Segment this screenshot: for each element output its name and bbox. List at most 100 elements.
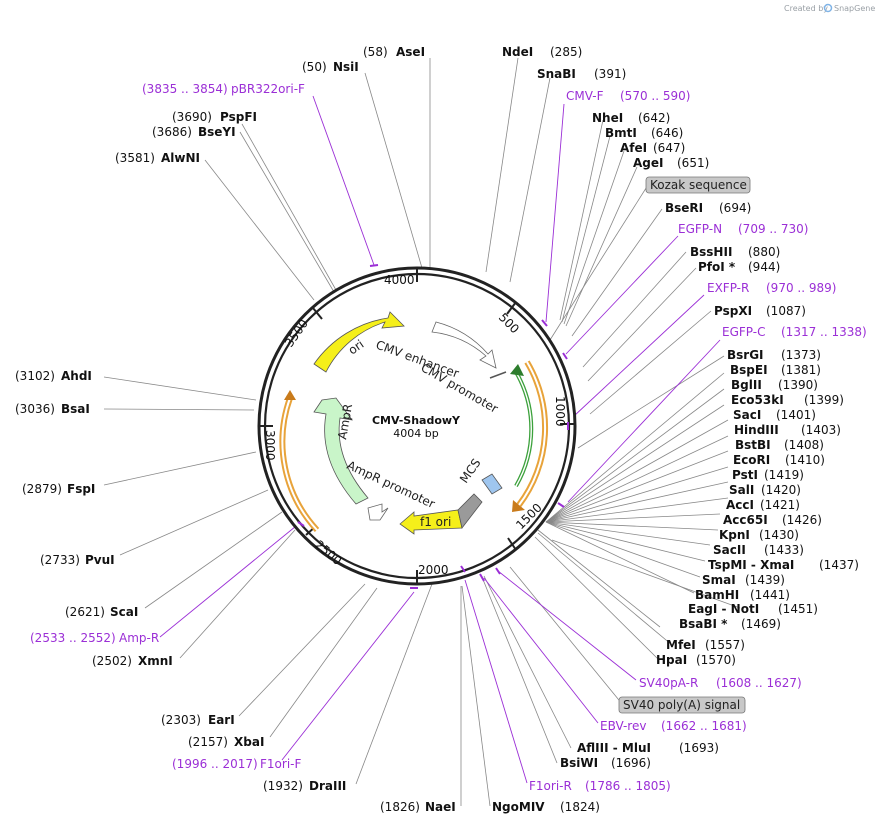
svg-text:EGFP-N: EGFP-N [678, 222, 722, 236]
enzyme-name: AgeI [633, 156, 663, 170]
svg-text:HindIII: HindIII [734, 423, 779, 437]
enzyme-name: BseYI [198, 125, 236, 139]
svg-text:(50): (50) [302, 60, 327, 74]
svg-text:KpnI: KpnI [719, 528, 750, 542]
enzyme-pos: (1426) [782, 513, 822, 527]
enzyme-pos: (1381) [781, 363, 821, 377]
svg-text:(2502): (2502) [92, 654, 132, 668]
kozak-box [645, 176, 751, 194]
svg-text:(1441): (1441) [750, 588, 790, 602]
enzyme-pos: (1399) [804, 393, 844, 407]
enzyme-name: NsiI [333, 60, 359, 74]
enzyme-pos: (1421) [760, 498, 800, 512]
primer-name: EGFP-C [722, 325, 765, 339]
enzyme-name: AfeI [620, 141, 647, 155]
enzyme-name: BglII [731, 378, 762, 392]
enzyme-pos: (647) [653, 141, 685, 155]
svg-text:(1381): (1381) [781, 363, 821, 377]
enzyme-pos: (58) [363, 45, 388, 59]
enzyme-name: AhdI [61, 369, 92, 383]
svg-text:HpaI: HpaI [656, 653, 687, 667]
primer-range: (1317 .. 1338) [781, 325, 867, 339]
svg-text:(1408): (1408) [784, 438, 824, 452]
enzyme-name: AccI [726, 498, 754, 512]
svg-text:(646): (646) [651, 126, 683, 140]
enzyme-name: AlwNI [161, 151, 200, 165]
enzyme-name: EagI - NotI [688, 602, 759, 616]
svg-text:F1ori-F: F1ori-F [260, 757, 301, 771]
enzyme-name: HindIII [734, 423, 779, 437]
enzyme-pos: (1696) [611, 756, 651, 770]
enzyme-pos: (3581) [115, 151, 155, 165]
enzyme-pos: (1469) [741, 617, 781, 631]
svg-text:(709 .. 730): (709 .. 730) [738, 222, 808, 236]
green-strip-core [515, 371, 532, 487]
enzyme-name: AseI [396, 45, 425, 59]
enzyme-pos: (1557) [705, 638, 745, 652]
svg-text:MfeI: MfeI [666, 638, 696, 652]
primer-range: (3835 .. 3854) [142, 82, 228, 96]
primer-labels: (3835 .. 3854) pBR322ori-F CMV-F (570 ..… [30, 82, 867, 793]
primer-leader-lines [159, 95, 721, 784]
svg-text:F1ori-R: F1ori-R [529, 779, 572, 793]
sv40-label: SV40 poly(A) signal [623, 698, 740, 712]
enzyme-pos: (1430) [759, 528, 799, 542]
enzyme-name: XbaI [234, 735, 264, 749]
enzyme-pos: (1932) [263, 779, 303, 793]
svg-text:(1824): (1824) [560, 800, 600, 814]
svg-text:EBV-rev: EBV-rev [600, 719, 646, 733]
svg-text:DraIII: DraIII [309, 779, 346, 793]
enzyme-pos: (1826) [380, 800, 420, 814]
svg-text:(1469): (1469) [741, 617, 781, 631]
enzyme-name: BstBI [735, 438, 771, 452]
svg-text:(1421): (1421) [760, 498, 800, 512]
svg-text:(1696): (1696) [611, 756, 651, 770]
svg-text:(970 .. 989): (970 .. 989) [766, 281, 836, 295]
enzyme-pos: (1408) [784, 438, 824, 452]
svg-text:SV40pA-R: SV40pA-R [639, 676, 698, 690]
svg-text:(570 .. 590): (570 .. 590) [620, 89, 690, 103]
svg-text:(2879): (2879) [22, 482, 62, 496]
svg-text:BmtI: BmtI [605, 126, 637, 140]
svg-text:PfoI *: PfoI * [698, 260, 736, 274]
svg-text:(2303): (2303) [161, 713, 201, 727]
svg-text:(285): (285) [550, 45, 582, 59]
cmv-feature [431, 321, 497, 369]
primer-name: EGFP-N [678, 222, 722, 236]
enzyme-pos: (1403) [801, 423, 841, 437]
svg-text:(1433): (1433) [764, 543, 804, 557]
svg-text:NaeI: NaeI [425, 800, 456, 814]
primer-range: (1786 .. 1805) [585, 779, 671, 793]
primer-range: (1608 .. 1627) [716, 676, 802, 690]
svg-text:AlwNI: AlwNI [161, 151, 200, 165]
enzyme-pos: (3102) [15, 369, 55, 383]
enzyme-name: SmaI [702, 573, 736, 587]
enzyme-name: PspFI [220, 110, 257, 124]
svg-text:(694): (694) [719, 201, 751, 215]
svg-text:ScaI: ScaI [110, 605, 138, 619]
enzyme-pos: (3690) [172, 110, 212, 124]
enzyme-name: BsiWI [560, 756, 598, 770]
f1-ori-grey-segment [457, 493, 483, 529]
primer-range: (709 .. 730) [738, 222, 808, 236]
svg-text:(647): (647) [653, 141, 685, 155]
enzyme-name: BseRI [665, 201, 703, 215]
enzyme-name: NaeI [425, 800, 456, 814]
svg-text:XbaI: XbaI [234, 735, 264, 749]
enzyme-name: KpnI [719, 528, 750, 542]
enzyme-pos: (2879) [22, 482, 62, 496]
credit-brand: SnapGene [834, 4, 875, 13]
primer-name: EBV-rev [600, 719, 646, 733]
svg-text:(1439): (1439) [745, 573, 785, 587]
enzyme-pos: (2733) [40, 553, 80, 567]
svg-text:EGFP-C: EGFP-C [722, 325, 765, 339]
svg-text:(1608 .. 1627): (1608 .. 1627) [716, 676, 802, 690]
enzyme-pos: (1087) [766, 304, 806, 318]
enzyme-pos: (3036) [15, 402, 55, 416]
svg-text:BseYI: BseYI [198, 125, 236, 139]
svg-text:BsrGI: BsrGI [727, 348, 764, 362]
sv40-box [618, 696, 746, 714]
svg-text:Eco53kI: Eco53kI [731, 393, 784, 407]
plasmid-size: 4004 bp [393, 427, 438, 440]
